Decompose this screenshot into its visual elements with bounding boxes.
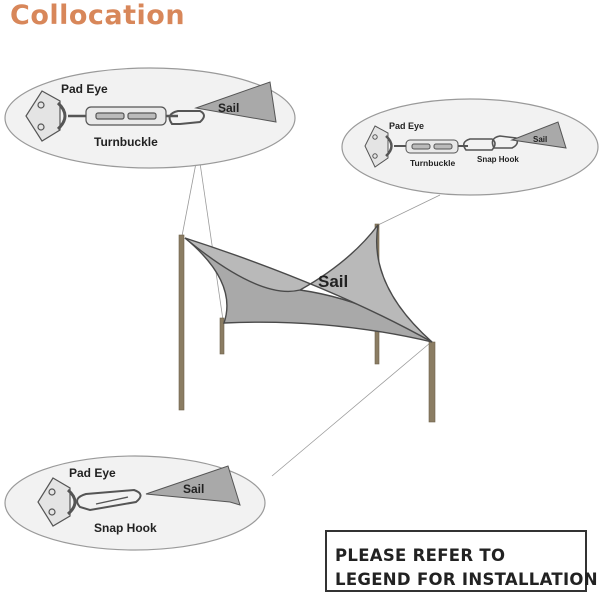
callout-bottom-left: Sail Pad Eye Snap Hook [4, 455, 266, 551]
sail-shape-upper [184, 224, 433, 343]
turnbuckle-icon [68, 106, 178, 126]
callout-top-left: Sail Pad Eye Turnbuckle [4, 67, 296, 169]
leader-line-top-right [377, 194, 441, 226]
pole-front-right [428, 341, 436, 423]
callout-top-right: Sail Pad Eye Turnbuckle Snap Hook [341, 98, 599, 196]
snap-hook-label: Snap Hook [94, 521, 157, 535]
sail-label: Sail [218, 101, 239, 115]
pole-front-left [219, 317, 225, 355]
sail-label: Sail [533, 135, 547, 144]
page-title: Collocation [10, 0, 186, 31]
legend-notice-box: PLEASE REFER TO LEGEND FOR INSTALLATION [325, 530, 598, 592]
sail-corner-shape [194, 81, 277, 123]
turnbuckle-icon [394, 139, 468, 154]
snap-hook-icon [76, 488, 142, 512]
turnbuckle-label: Turnbuckle [94, 135, 158, 149]
sail-corner-shape [510, 121, 567, 149]
snap-hook-label: Snap Hook [477, 155, 519, 164]
main-sail-label: Sail [318, 272, 348, 291]
pad-eye-icon [37, 477, 77, 527]
pad-eye-label: Pad Eye [69, 466, 116, 480]
pad-eye-icon [25, 90, 67, 142]
leader-line-bottom [271, 342, 431, 477]
callout-top-right-ellipse [341, 98, 599, 196]
pad-eye-icon [364, 125, 393, 168]
sail-label: Sail [183, 482, 204, 496]
snap-hook-icon [168, 110, 205, 125]
leader-line-top-left-2 [199, 162, 224, 321]
leader-lines [181, 162, 441, 477]
legend-line-1: PLEASE REFER TO [335, 546, 506, 565]
pole-back-left [178, 234, 185, 411]
pad-eye-label: Pad Eye [389, 121, 424, 131]
leader-line-top-left [181, 162, 197, 237]
legend-line-2: LEGEND FOR INSTALLATION [335, 570, 598, 589]
turnbuckle-label: Turnbuckle [410, 158, 455, 168]
sail-corner-shape [145, 465, 241, 506]
pad-eye-label: Pad Eye [61, 82, 108, 96]
